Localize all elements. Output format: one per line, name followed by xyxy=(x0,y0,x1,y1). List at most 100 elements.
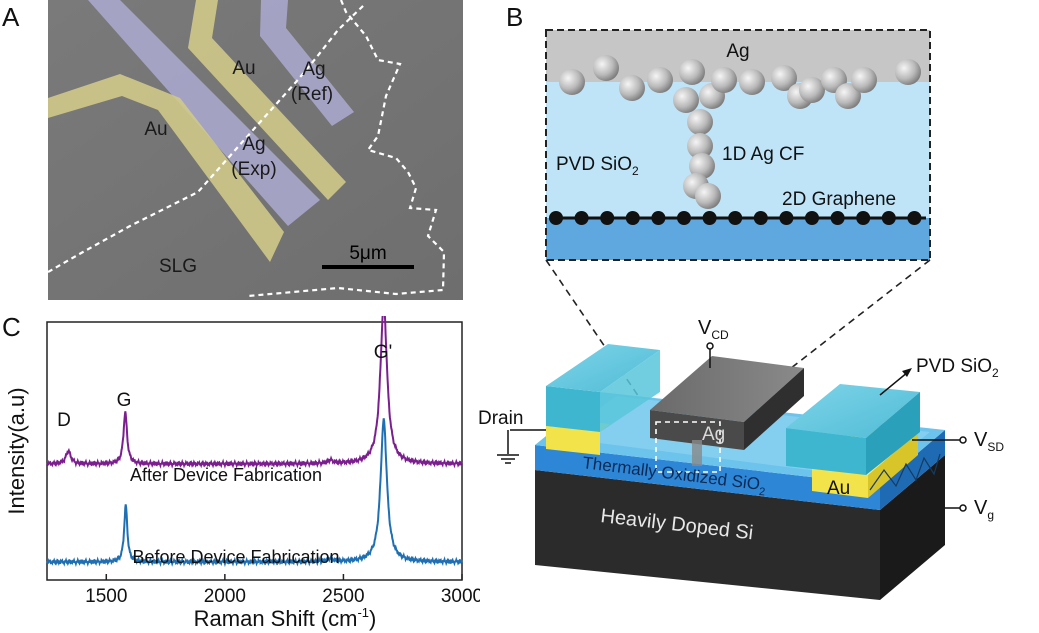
raman-chart: 1500 2000 2500 3000 D G G' After Device Fab… xyxy=(4,316,480,631)
cf-filament xyxy=(692,440,702,466)
slg-boundary-left xyxy=(48,4,365,273)
vcd-label: VCD xyxy=(698,317,729,342)
si-substrate-side xyxy=(880,455,945,600)
label-slg: SLG xyxy=(159,256,197,277)
peak-label-g: G xyxy=(117,390,132,411)
au-left-electrode xyxy=(48,74,284,262)
x-tick-label: 2000 xyxy=(204,586,246,607)
vsd-label: VSD xyxy=(974,429,1004,454)
label-ag-ref-paren: (Ref) xyxy=(291,84,333,105)
graphene-atom xyxy=(625,211,640,225)
inset-cf-label: 1D Ag CF xyxy=(722,144,804,165)
ag-ref-electrode xyxy=(260,0,354,126)
graphene-atom xyxy=(651,211,666,225)
ag-nanoparticle xyxy=(679,59,705,85)
pvd-pointer xyxy=(879,371,909,396)
x-tick-label: 2500 xyxy=(322,586,364,607)
au-device-label: Au xyxy=(827,478,850,499)
ag-bar-top xyxy=(650,356,804,422)
peak-label-d: D xyxy=(57,410,71,431)
thermal-sio2-front xyxy=(535,445,880,510)
panel-label-b: B xyxy=(506,2,524,32)
vg-terminal xyxy=(959,504,967,512)
inset-border xyxy=(545,29,931,261)
graphene-atom xyxy=(600,211,615,225)
thermal-sio2-side xyxy=(880,430,945,510)
drain-label: Drain xyxy=(478,408,523,429)
inset-pvd-label: PVD SiO2 xyxy=(556,154,639,178)
vsd-terminal xyxy=(959,436,967,444)
graphene-atom xyxy=(856,211,871,225)
peak-label-gprime: G' xyxy=(374,342,392,363)
label-au-left: Au xyxy=(144,119,167,140)
graphene-atom xyxy=(881,211,896,225)
ag-nanoparticle xyxy=(593,55,619,81)
after-fabrication-label: After Device Fabrication xyxy=(130,465,322,485)
pvd-left-front xyxy=(546,386,600,432)
label-ag-exp: Ag xyxy=(242,134,265,155)
pvd-right-side xyxy=(866,392,920,475)
pvd-left-top xyxy=(546,344,660,392)
graphene-atoms xyxy=(549,211,922,225)
vcd-terminal xyxy=(706,342,714,350)
ag-nanoparticle xyxy=(647,67,673,93)
ag-device-label: Ag xyxy=(702,424,725,445)
plot-frame xyxy=(46,321,463,581)
inset-substrate-layer xyxy=(546,218,930,260)
ag-nanoparticle xyxy=(687,109,713,135)
ag-nanoparticle xyxy=(695,183,721,209)
ag-nanoparticle xyxy=(559,69,585,95)
graphene-atom xyxy=(907,211,922,225)
panel-label-a: A xyxy=(2,2,20,32)
inset-graphene-label: 2D Graphene xyxy=(782,189,896,210)
device-schematic: Ag PVD SiO2 1D Ag CF 2D Graphene xyxy=(478,29,1004,600)
ag-nanoparticle xyxy=(835,83,861,109)
label-ag-ref: Ag xyxy=(302,59,325,80)
ag-bar-side xyxy=(744,368,804,450)
ag-nanoparticles xyxy=(559,55,921,209)
scale-bar xyxy=(322,265,414,269)
cf-highlight-box xyxy=(655,421,721,473)
au-top-electrode xyxy=(188,0,346,200)
before-fabrication-label: Before Device Fabrication xyxy=(132,547,339,567)
ag-nanoparticle xyxy=(895,59,921,85)
ag-nanoparticle xyxy=(673,87,699,113)
sem-micrograph: 5μm Au Ag (Ref) Au Ag (Exp) SLG xyxy=(48,0,463,300)
device-stack xyxy=(497,342,967,600)
ag-nanoparticle xyxy=(687,133,713,159)
ag-nanoparticle xyxy=(739,69,765,95)
inset-cross-section: Ag PVD SiO2 1D Ag CF 2D Graphene xyxy=(545,29,931,261)
graphene-atom xyxy=(805,211,819,225)
graphene-atom xyxy=(549,211,563,225)
graphene-atom xyxy=(702,211,717,225)
pvd-pointer-head xyxy=(902,368,912,377)
pvd-device-label: PVD SiO2 xyxy=(916,356,999,380)
ag-nanoparticle xyxy=(771,65,797,91)
ag-nanoparticle xyxy=(619,75,645,101)
graphene-atom xyxy=(677,211,691,225)
au-right-contact-side xyxy=(868,432,918,498)
vg-label: Vg xyxy=(974,497,994,522)
x-axis-label: Raman Shift (cm-1) xyxy=(194,605,377,631)
inset-ag-label: Ag xyxy=(726,41,749,62)
series-before-line xyxy=(46,418,463,568)
zigzag-edge xyxy=(869,453,941,491)
graphene-atom xyxy=(728,211,743,225)
pvd-right-top xyxy=(786,384,920,438)
au-left-contact-front xyxy=(546,426,600,455)
graphene-atom xyxy=(753,211,768,225)
y-axis-label: Intensity(a.u) xyxy=(4,387,29,514)
x-tick-label: 1500 xyxy=(85,586,127,607)
ag-nanoparticle xyxy=(851,67,877,93)
x-tick-label: 3000 xyxy=(441,586,480,607)
scale-bar-label: 5μm xyxy=(349,243,386,264)
graphene-atom xyxy=(779,211,794,225)
pvd-right-front xyxy=(786,428,866,475)
label-ag-exp-paren: (Exp) xyxy=(231,159,276,180)
series-after-line xyxy=(46,316,463,469)
ag-nanoparticle xyxy=(711,67,737,93)
si-substrate-front xyxy=(535,470,880,600)
au-right-contact-front xyxy=(812,468,868,498)
ag-nanoparticle xyxy=(689,153,715,179)
ag-exp-electrode xyxy=(88,0,320,226)
